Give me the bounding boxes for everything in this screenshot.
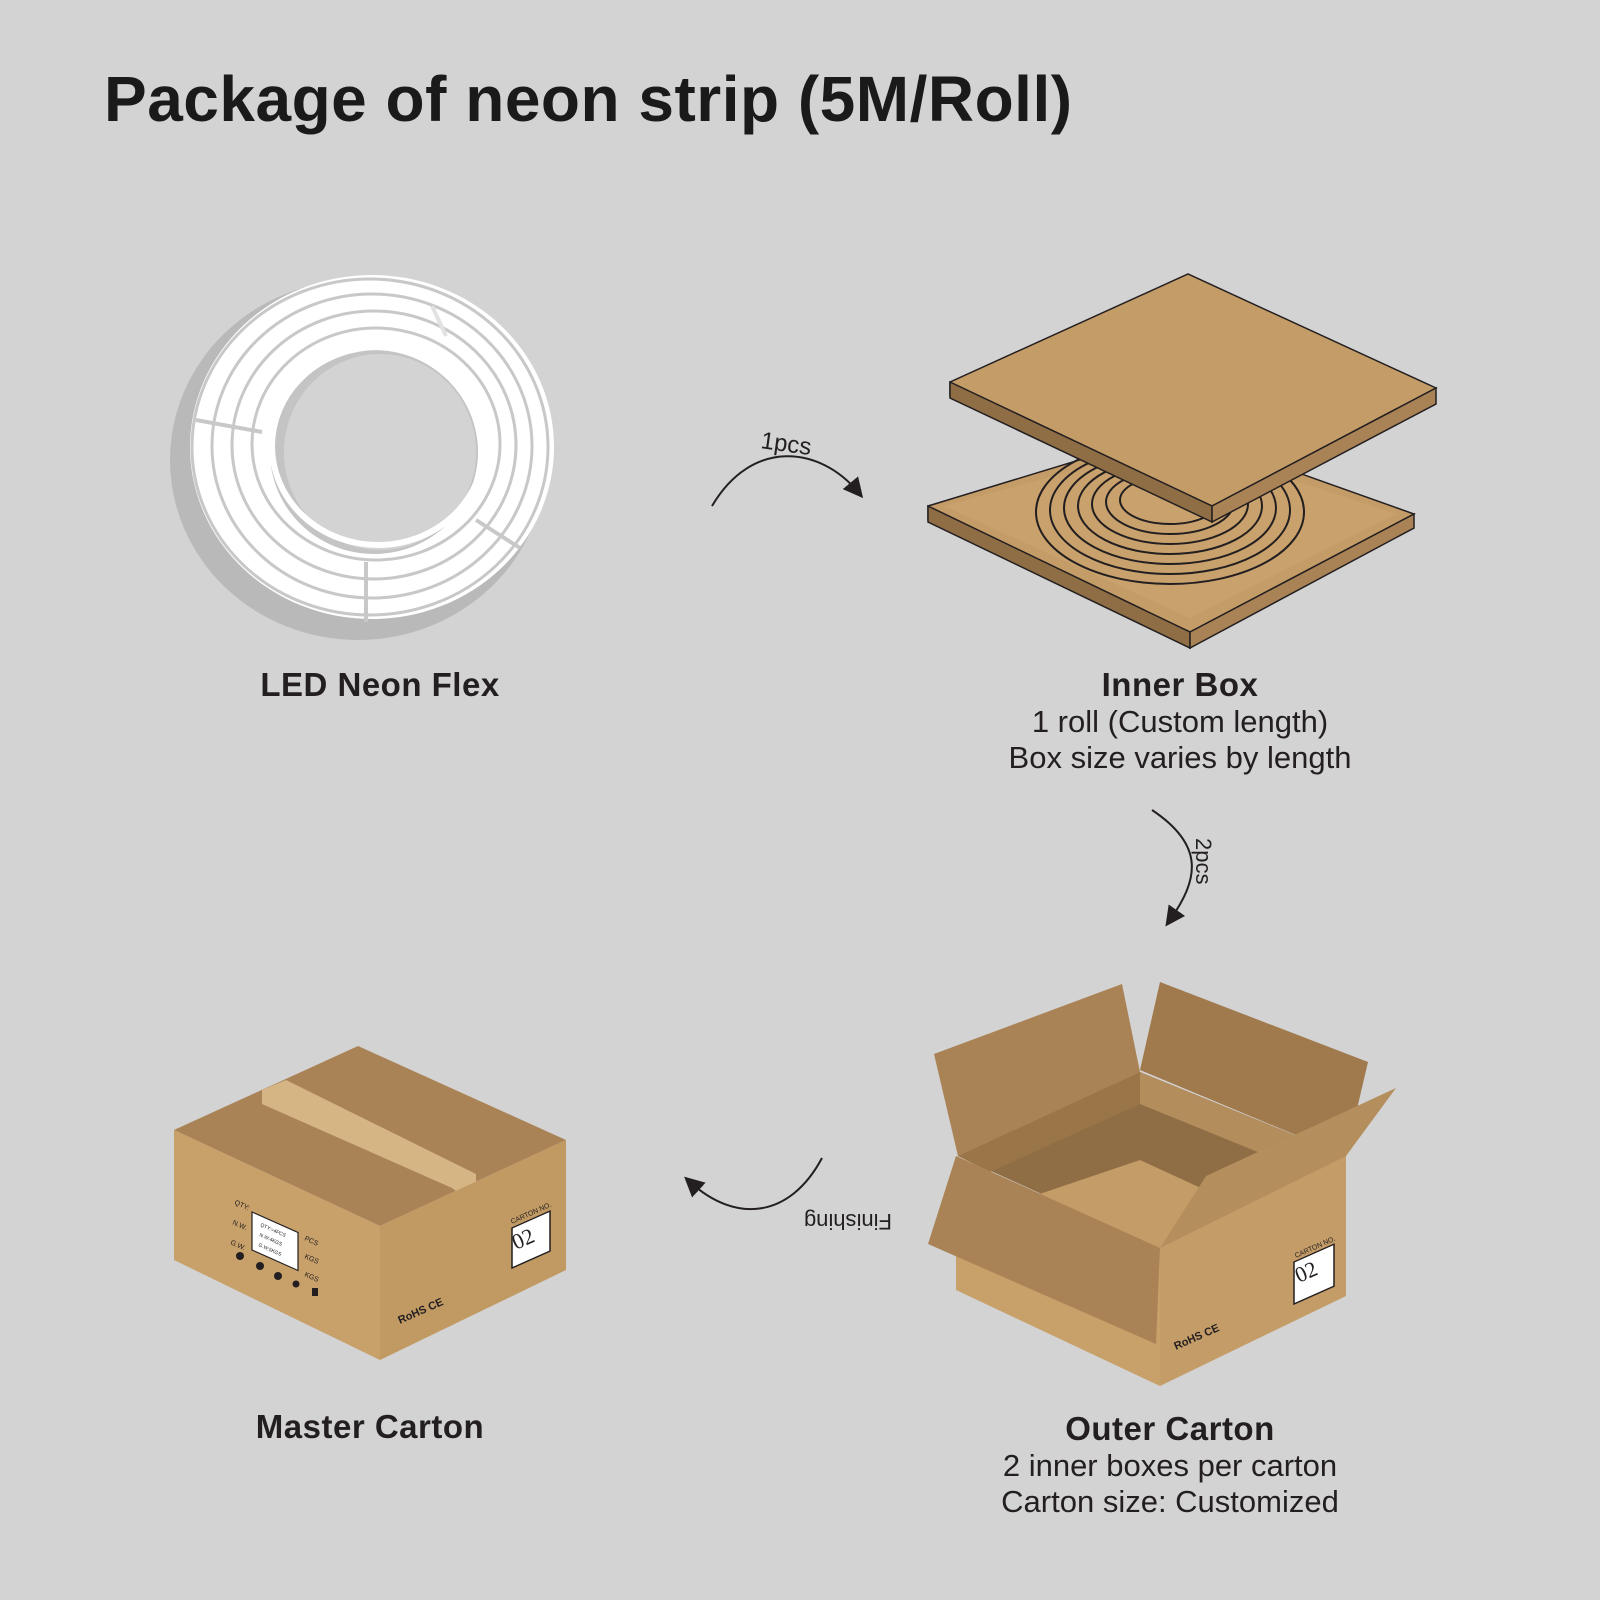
outer-carton-illustration: CARTON NO. 02 RoHS CE (928, 982, 1396, 1386)
caption-master-carton: Master Carton (220, 1408, 520, 1446)
arrow-1pcs (711, 455, 864, 507)
caption-neon-flex: LED Neon Flex (230, 666, 530, 704)
master-carton-name: Master Carton (255, 1408, 485, 1445)
outer-carton-line2: Carton size: Customized (1001, 1484, 1339, 1519)
caption-outer-carton: Outer Carton 2 inner boxes per carton Ca… (960, 1410, 1380, 1520)
arrow-finishing-label: Finishing (804, 1209, 892, 1234)
arrow-finishing (684, 1157, 823, 1211)
neon-coil-illustration (170, 275, 554, 640)
neon-flex-name: LED Neon Flex (260, 666, 500, 703)
outer-carton-line1: 2 inner boxes per carton (1002, 1448, 1338, 1483)
inner-box-line1: 1 roll (Custom length) (1031, 704, 1329, 739)
handling-symbols-icon (236, 1252, 318, 1296)
master-carton-illustration: QTY: N.W. G.W. QTY:=4PCS N.W:4KGS G.W:5K… (174, 1046, 566, 1360)
arrow-2pcs (1151, 809, 1193, 927)
inner-box-line2: Box size varies by length (1008, 740, 1352, 775)
outer-carton-name: Outer Carton (1065, 1410, 1275, 1447)
arrow-2pcs-label: 2pcs (1191, 838, 1216, 884)
inner-box-name: Inner Box (1101, 666, 1259, 703)
page-title: Package of neon strip (5M/Roll) (104, 63, 1073, 135)
arrow-1pcs-label: 1pcs (759, 427, 813, 461)
caption-inner-box: Inner Box 1 roll (Custom length) Box siz… (980, 666, 1380, 776)
inner-box-illustration (927, 273, 1438, 650)
